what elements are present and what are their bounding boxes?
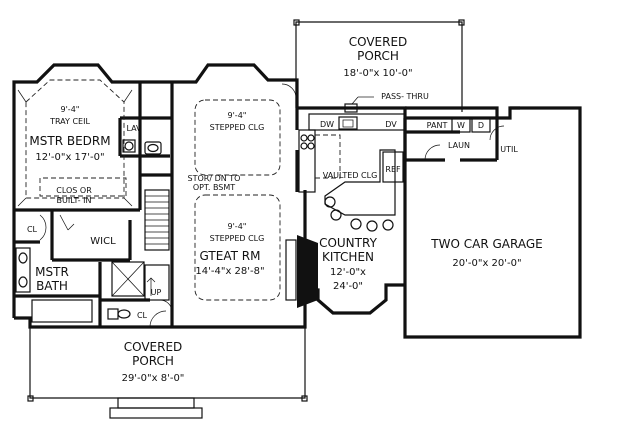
lav-label: LAV (126, 124, 142, 133)
mstr-bedrm-ceiling-type: TRAY CEIL (49, 117, 90, 126)
mstr-bedrm-ceiling-height: 9'-4" (61, 105, 80, 114)
walk-in-closet-label: WICL (90, 236, 116, 247)
master-bath-name-2: BATH (36, 279, 68, 293)
refrigerator-label: REF (385, 165, 401, 174)
pantry-label: PANT (427, 121, 448, 130)
master-bath: CL WICL MSTR BATH CL (15, 214, 173, 323)
storage-label: STOR/ DN TO (188, 174, 241, 183)
kitchen-name: COUNTRY (319, 236, 377, 250)
garage: TWO CAR GARAGE 20'-0"x 20'-0" (430, 237, 542, 269)
great-room-dims: 14'-4"x 28'-8" (195, 266, 264, 277)
rear-porch-dims: 18'-0"x 10'-0" (343, 68, 412, 79)
closet-label-upper: CL (27, 225, 38, 234)
lower-ceiling-type: STEPPED CLG (210, 234, 265, 243)
pass-thru-label: PASS- THRU (381, 92, 429, 101)
rear-porch-labels: COVERED PORCH 18'-0"x 10'-0" (281, 35, 413, 99)
laundry-label: LAUN (448, 141, 470, 150)
front-porch-title-2: PORCH (132, 354, 174, 368)
dishwasher-label: DW (320, 120, 334, 129)
country-kitchen: DW DV VAULTED CLG REF COUNTRY KITCHEN 12… (298, 92, 429, 292)
closet-label-lower: CL (137, 311, 148, 320)
great-room-name: GTEAT RM (200, 249, 261, 263)
dishwasher-label-2: DV (385, 120, 397, 129)
interior-walls (14, 82, 499, 327)
kitchen-dims-2: 24'-0" (333, 281, 363, 292)
rear-porch-title-2: PORCH (357, 49, 399, 63)
garage-name: TWO CAR GARAGE (430, 237, 542, 251)
great-room: 9'-4" STEPPED CLG STOR/ DN TO OPT. BSMT … (188, 99, 318, 308)
mstr-closet-label: CLOS OR (56, 186, 92, 195)
stairs-up-label: UP (151, 288, 162, 297)
front-porch-title: COVERED (124, 340, 183, 354)
upper-ceiling-type: STEPPED CLG (210, 123, 265, 132)
upper-ceiling-height: 9'-4" (228, 111, 247, 120)
master-bedroom: 9'-4" TRAY CEIL MSTR BEDRM 12'-0"x 17'-0… (17, 79, 162, 207)
mstr-bedrm-name: MSTR BEDRM (29, 134, 110, 148)
mstr-bedrm-dims: 12'-0"x 17'-0" (35, 152, 104, 163)
rear-covered-porch (293, 19, 465, 112)
mstr-closet-label-2: BUILT- IN (57, 196, 92, 205)
laundry-area: PANT W D LAUN UTIL (424, 117, 518, 161)
front-covered-porch: COVERED PORCH 29'-0"x 8'-0" (27, 310, 308, 419)
dryer-label: D (478, 121, 484, 130)
rear-porch-title: COVERED (349, 35, 408, 49)
garage-dims: 20'-0"x 20'-0" (452, 258, 521, 269)
front-porch-dims: 29'-0"x 8'-0" (122, 373, 185, 384)
master-bath-name: MSTR (35, 265, 69, 279)
storage-label-2: OPT. BSMT (193, 183, 235, 192)
lower-ceiling-height: 9'-4" (228, 222, 247, 231)
kitchen-name-2: KITCHEN (322, 250, 374, 264)
utility-label: UTIL (500, 145, 518, 154)
kitchen-dims: 12'-0"x (330, 267, 366, 278)
washer-label: W (457, 121, 465, 130)
vaulted-ceiling-label: VAULTED CLG (323, 171, 378, 180)
stairs: UP (144, 189, 170, 301)
